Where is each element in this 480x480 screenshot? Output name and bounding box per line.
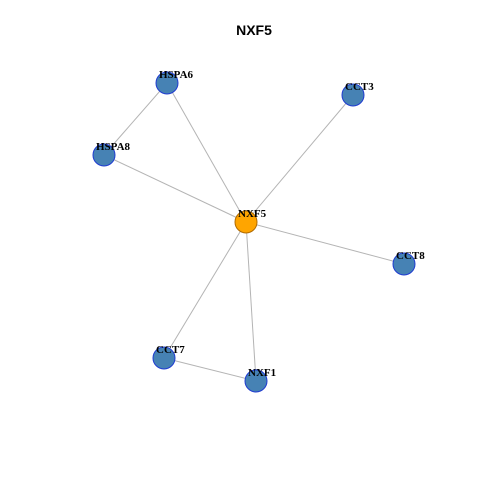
node-label-nxf1: NXF1 [248, 367, 276, 379]
node-label-cct3: CCT3 [345, 81, 374, 93]
edge-hspa8-nxf5 [103, 154, 247, 223]
edge-nxf5-cct7 [163, 221, 247, 359]
node-circle-nxf1[interactable] [244, 369, 268, 393]
edge-layer [103, 82, 405, 382]
node-cct7[interactable]: CCT7 [152, 344, 185, 370]
node-hspa8[interactable]: HSPA8 [92, 141, 131, 167]
edge-hspa6-nxf5 [166, 82, 247, 223]
edge-nxf5-cct8 [245, 221, 405, 265]
node-nxf5[interactable]: NXF5 [234, 208, 267, 234]
edge-cct7-nxf1 [163, 357, 257, 382]
node-circle-cct8[interactable] [392, 252, 416, 276]
node-cct3[interactable]: CCT3 [341, 81, 374, 107]
node-label-hspa8: HSPA8 [96, 141, 131, 153]
node-label-hspa6: HSPA6 [159, 69, 194, 81]
node-cct8[interactable]: CCT8 [392, 250, 425, 276]
node-circle-nxf5[interactable] [234, 210, 258, 234]
node-circle-hspa6[interactable] [155, 71, 179, 95]
edge-cct3-nxf5 [245, 94, 354, 223]
diagram-title: NXF5 [236, 22, 272, 38]
node-label-cct8: CCT8 [396, 250, 425, 262]
node-label-nxf5: NXF5 [238, 208, 267, 220]
node-circle-cct3[interactable] [341, 83, 365, 107]
edge-nxf5-nxf1 [245, 221, 257, 382]
node-circle-hspa8[interactable] [92, 143, 116, 167]
node-label-cct7: CCT7 [156, 344, 185, 356]
node-hspa6[interactable]: HSPA6 [155, 69, 194, 95]
node-nxf1[interactable]: NXF1 [244, 367, 276, 393]
edge-hspa6-hspa8 [103, 82, 168, 156]
node-circle-cct7[interactable] [152, 346, 176, 370]
